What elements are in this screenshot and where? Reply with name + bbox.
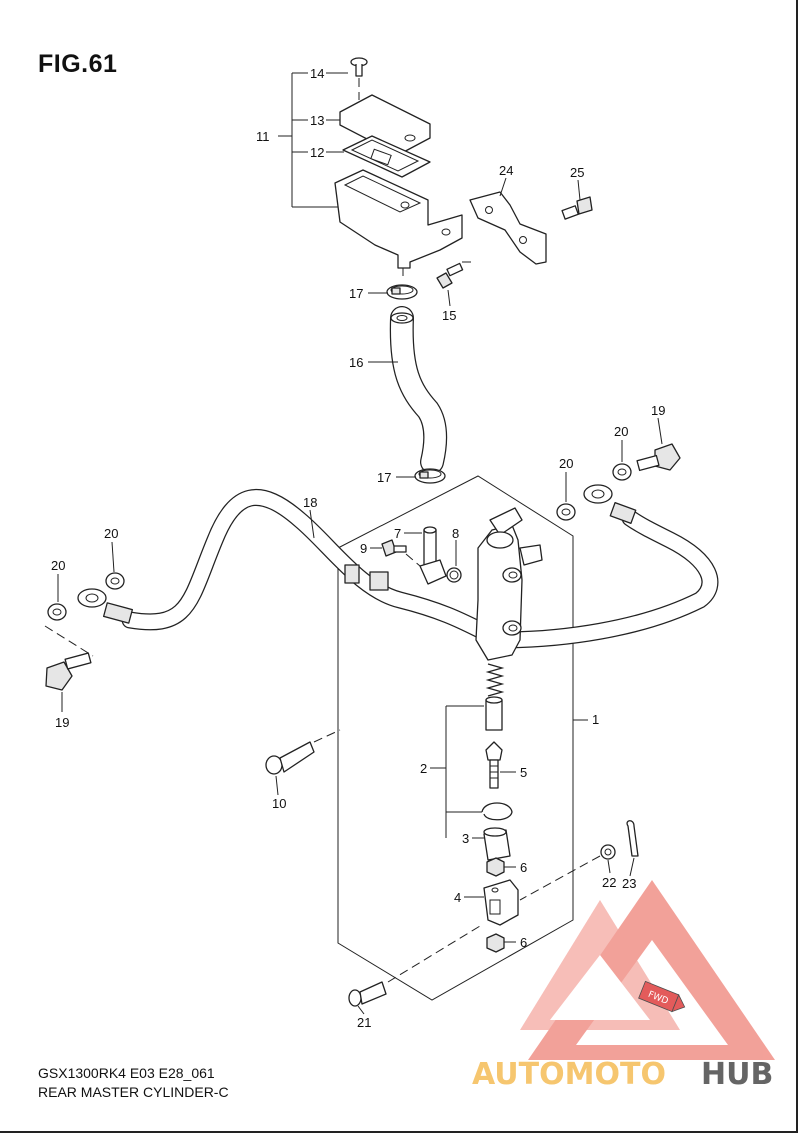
callout-20-right: 20 bbox=[559, 456, 573, 471]
callout-2: 2 bbox=[420, 761, 427, 776]
hose-joint-7 bbox=[419, 526, 447, 585]
callout-19-left: 19 bbox=[55, 715, 69, 730]
callout-3: 3 bbox=[462, 831, 469, 846]
boot-3 bbox=[483, 827, 511, 861]
callout-labels: 1 2 3 4 5 6 6 7 8 9 10 11 12 13 14 15 16… bbox=[51, 66, 665, 1030]
bolt-10 bbox=[265, 729, 341, 775]
washer-20-right-lower bbox=[556, 503, 576, 521]
hose-fitting-center bbox=[344, 564, 389, 591]
reservoir-hose-16 bbox=[389, 306, 448, 474]
callout-20-far-left: 20 bbox=[51, 558, 65, 573]
fwd-badge: FWD bbox=[638, 980, 686, 1013]
callout-12: 12 bbox=[310, 145, 324, 160]
banjo-bolt-19-right bbox=[636, 443, 681, 472]
clevis-pin-21 bbox=[348, 925, 481, 1007]
washer-20-right-upper bbox=[612, 463, 632, 481]
model-code: GSX1300RK4 E03 E28_061 bbox=[38, 1065, 215, 1081]
watermark-wordmark: AUTOMOTO HUB bbox=[472, 1057, 773, 1092]
callout-14: 14 bbox=[310, 66, 324, 81]
callout-7: 7 bbox=[394, 526, 401, 541]
nut-6-lower bbox=[486, 933, 505, 953]
callout-21: 21 bbox=[357, 1015, 371, 1030]
bolt-15 bbox=[436, 261, 476, 289]
reservoir-body bbox=[334, 169, 463, 269]
callout-4: 4 bbox=[454, 890, 461, 905]
diaphragm-12 bbox=[342, 135, 431, 178]
push-rod-5 bbox=[485, 741, 503, 789]
footer: GSX1300RK4 E03 E28_061 REAR MASTER CYLIN… bbox=[38, 1064, 229, 1102]
bracket-24 bbox=[469, 191, 547, 265]
nut-6-upper bbox=[486, 857, 505, 877]
callout-1: 1 bbox=[592, 712, 599, 727]
callout-24: 24 bbox=[499, 163, 513, 178]
banjo-fitting-left bbox=[77, 588, 134, 624]
watermark-text-b: HUB bbox=[701, 1057, 773, 1092]
assembly-box-outline bbox=[337, 475, 574, 1001]
callout-20-left: 20 bbox=[104, 526, 118, 541]
washer-20-left-lower bbox=[47, 603, 67, 621]
brake-hose-18 bbox=[121, 488, 489, 639]
circlip bbox=[481, 802, 513, 821]
diagram-caption: REAR MASTER CYLINDER-C bbox=[38, 1084, 229, 1100]
callout-22: 22 bbox=[602, 875, 616, 890]
clevis-4 bbox=[483, 879, 519, 926]
banjo-bolt-19-left bbox=[44, 625, 94, 691]
figure-title: FIG.61 bbox=[38, 50, 118, 78]
hose-clamp-17-top bbox=[386, 284, 418, 300]
cotter-pin-23 bbox=[626, 820, 639, 857]
callout-9: 9 bbox=[360, 541, 367, 556]
callout-13: 13 bbox=[310, 113, 324, 128]
washer-22 bbox=[519, 844, 616, 901]
watermark-logo: FWD bbox=[520, 880, 775, 1060]
brake-hose-right bbox=[491, 502, 719, 649]
callout-18: 18 bbox=[303, 495, 317, 510]
callout-17-top: 17 bbox=[349, 286, 363, 301]
callout-5: 5 bbox=[520, 765, 527, 780]
callout-25: 25 bbox=[570, 165, 584, 180]
reservoir-cap-13 bbox=[339, 94, 431, 156]
washer-20-left-upper bbox=[105, 572, 125, 590]
callout-16: 16 bbox=[349, 355, 363, 370]
banjo-fitting-right bbox=[583, 484, 613, 504]
leader-lines bbox=[57, 72, 663, 1015]
screw-14 bbox=[350, 57, 368, 100]
o-ring-8 bbox=[446, 567, 462, 583]
callout-6-upper: 6 bbox=[520, 860, 527, 875]
callout-11: 11 bbox=[256, 129, 270, 144]
hose-clamp-17-bottom bbox=[414, 468, 446, 484]
callout-20-far-right: 20 bbox=[614, 424, 628, 439]
callout-10: 10 bbox=[272, 796, 286, 811]
callout-17-bottom: 17 bbox=[377, 470, 391, 485]
watermark-text-a: AUTOMOTO bbox=[472, 1057, 666, 1092]
screw-9 bbox=[381, 539, 421, 567]
bolt-25 bbox=[561, 196, 593, 220]
callout-6-lower: 6 bbox=[520, 935, 527, 950]
piston-2 bbox=[485, 696, 503, 731]
reservoir-assembly bbox=[334, 57, 463, 276]
callout-8: 8 bbox=[452, 526, 459, 541]
callout-19-right: 19 bbox=[651, 403, 665, 418]
master-cylinder-body bbox=[475, 507, 543, 661]
spring bbox=[485, 663, 505, 697]
callout-15: 15 bbox=[442, 308, 456, 323]
callout-23: 23 bbox=[622, 876, 636, 891]
